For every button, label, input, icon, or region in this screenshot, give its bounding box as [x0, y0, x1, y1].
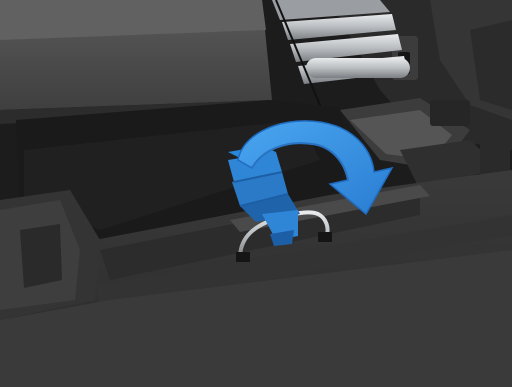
latch-anchor-left: [236, 252, 250, 262]
latch-anchor-right: [318, 232, 332, 242]
